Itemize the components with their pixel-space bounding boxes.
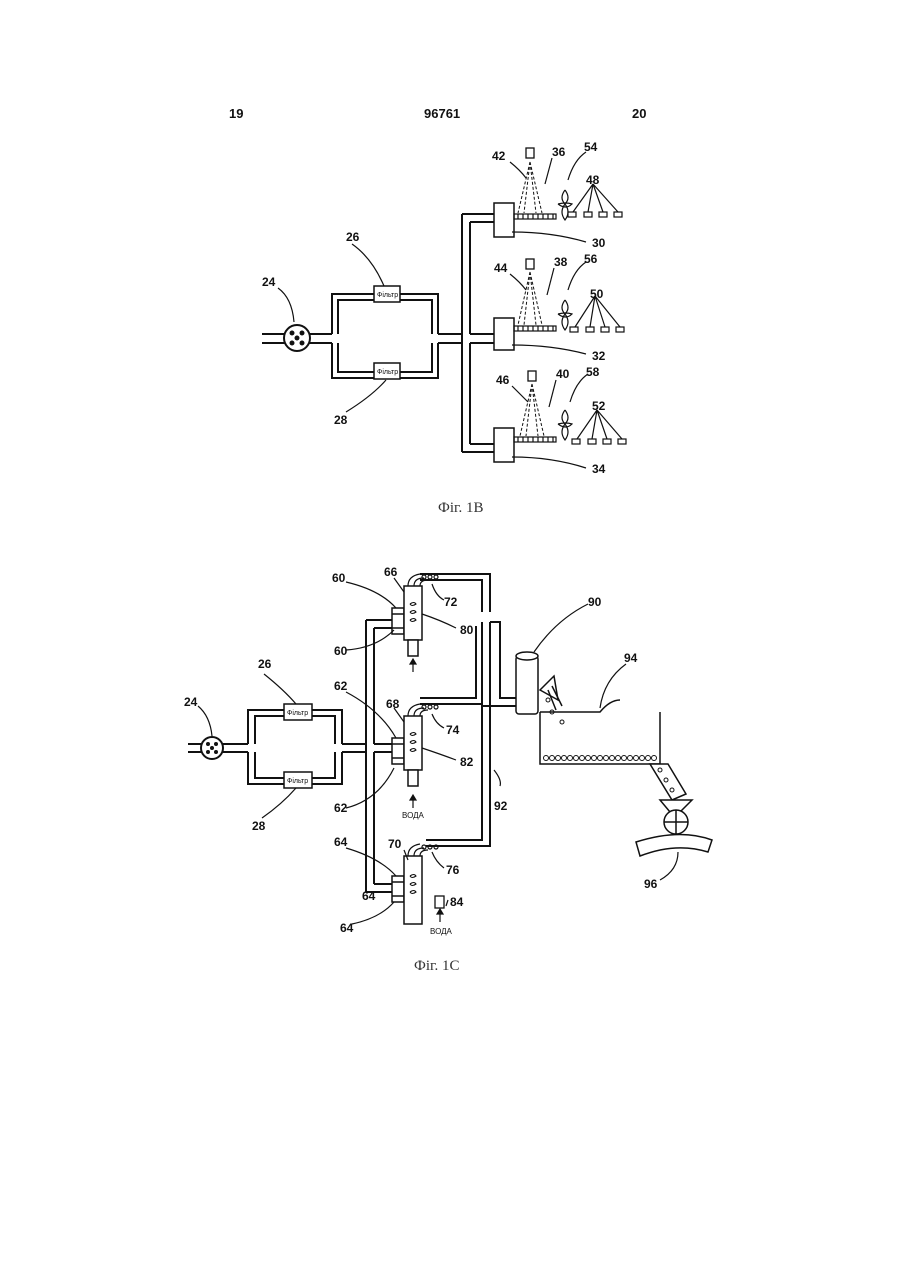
label-82: 82 [460, 755, 474, 769]
water-label-2: ВОДА [430, 927, 453, 936]
filter-26c-text: Фільтр [287, 709, 308, 717]
label-62b: 62 [334, 801, 348, 815]
label-68: 68 [386, 697, 400, 711]
label-66: 66 [384, 565, 398, 579]
label-74: 74 [446, 723, 460, 737]
label-80: 80 [460, 623, 474, 637]
label-64c: 64 [340, 921, 354, 935]
label-70: 70 [388, 837, 402, 851]
water-label-1: ВОДА [402, 811, 425, 820]
label-94: 94 [624, 651, 638, 665]
label-84: 84 [450, 895, 464, 909]
label-62a: 62 [334, 679, 348, 693]
label-76: 76 [446, 863, 460, 877]
label-72: 72 [444, 595, 458, 609]
label-28c: 28 [252, 819, 266, 833]
label-64a: 64 [334, 835, 348, 849]
label-60b: 60 [334, 644, 348, 658]
figure-1c-caption: Фіг. 1С [414, 958, 459, 975]
filter-28c-text: Фільтр [287, 777, 308, 785]
label-60a: 60 [332, 571, 346, 585]
label-26c: 26 [258, 657, 272, 671]
label-64b: 64 [362, 889, 376, 903]
label-90: 90 [588, 595, 602, 609]
label-96: 96 [644, 877, 658, 891]
label-92: 92 [494, 799, 508, 813]
label-24c: 24 [184, 695, 198, 709]
